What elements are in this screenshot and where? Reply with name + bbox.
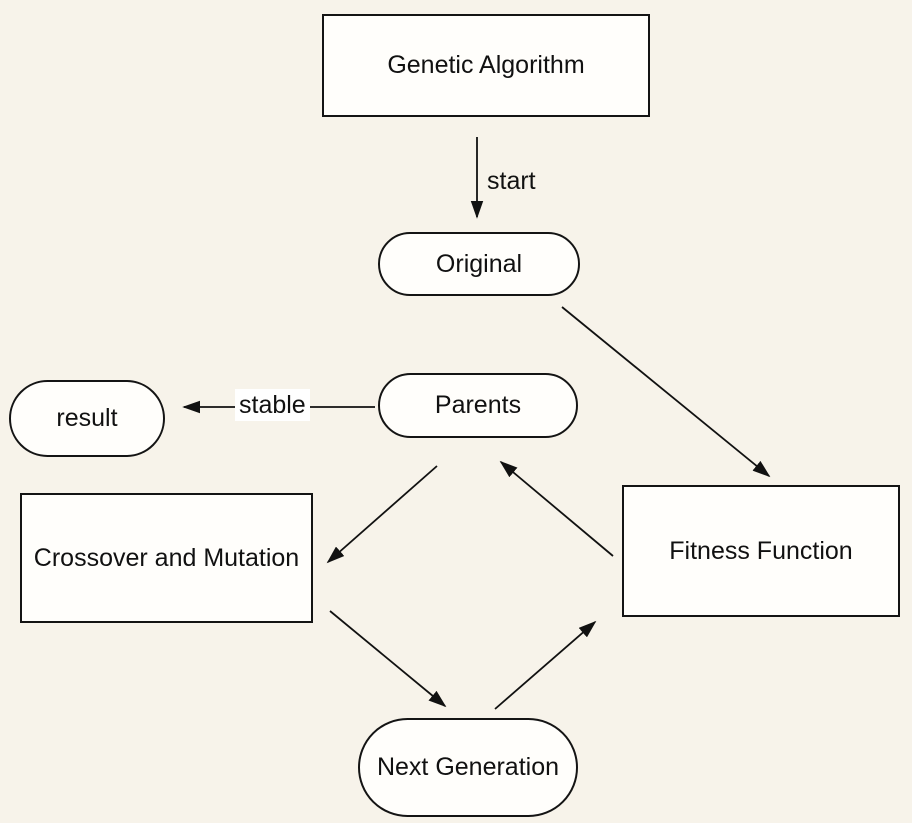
edge-label-stable: stable (235, 389, 310, 421)
edge-original-to-fitness (561, 306, 771, 478)
node-result-label: result (56, 404, 118, 432)
node-parents-label: Parents (434, 391, 522, 419)
node-genetic-algorithm: Genetic Algorithm (322, 14, 650, 117)
edge-fitness-to-parents (499, 460, 614, 557)
node-fitness-function-label: Fitness Function (669, 536, 853, 565)
node-crossover-and-mutation-label: Crossover and Mutation (33, 543, 300, 572)
node-original-label: Original (435, 249, 523, 278)
node-parents: Parents (378, 373, 578, 438)
node-genetic-algorithm-label: Genetic Algorithm (387, 51, 585, 79)
node-crossover-and-mutation: Crossover and Mutation (20, 493, 313, 623)
node-next-generation: Next Generation (358, 718, 578, 817)
node-fitness-function: Fitness Function (622, 485, 900, 617)
node-next-generation-label: Next Generation (376, 753, 560, 781)
edge-nextgen-to-fitness (494, 620, 597, 710)
edge-crossover-to-nextgen (329, 610, 447, 708)
edge-label-start: start (487, 167, 536, 195)
edge-parents-to-crossover (326, 465, 438, 564)
node-result: result (9, 380, 165, 457)
node-original: Original (378, 232, 580, 296)
